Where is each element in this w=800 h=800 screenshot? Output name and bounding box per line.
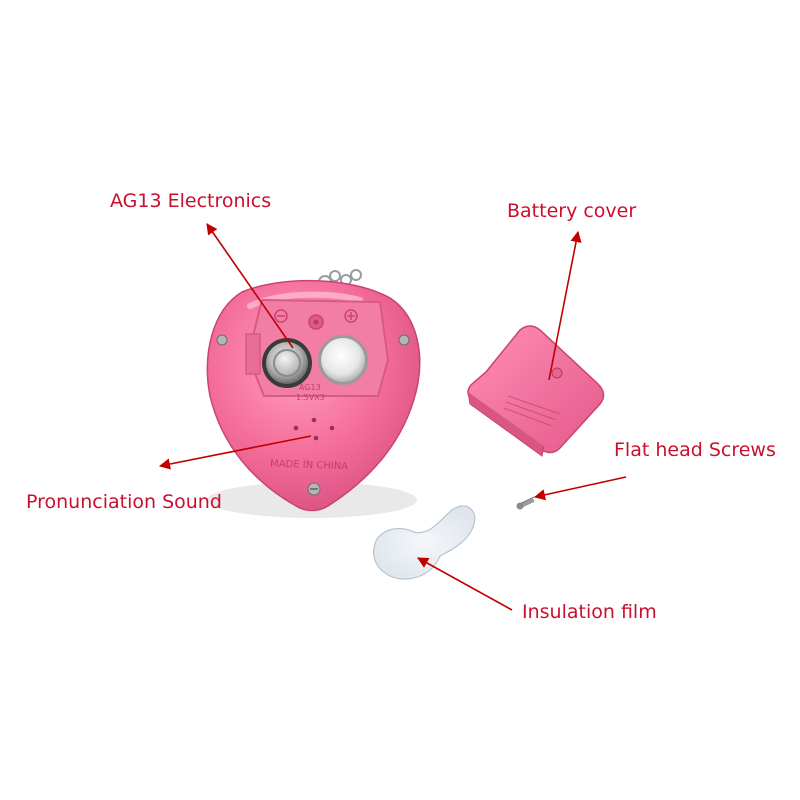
voltage-label: 1.5VX3 [296, 393, 325, 402]
speaker-holes [293, 417, 335, 441]
label-flat-head-screws: Flat head Screws [614, 439, 776, 461]
arrow-film [417, 557, 513, 611]
label-pronunciation-sound: Pronunciation Sound [26, 491, 222, 513]
arrow-ag13 [206, 223, 294, 349]
callout-arrows [158, 223, 627, 611]
flat-head-screw [516, 496, 535, 510]
cover-screw-hole [551, 367, 563, 379]
minus-symbol-icon [274, 309, 288, 323]
label-insulation-film: Insulation film [522, 601, 657, 623]
made-in-label: MADE IN CHINA [270, 459, 349, 473]
label-battery-cover: Battery cover [507, 200, 637, 222]
screw-left-icon [216, 334, 228, 346]
battery-compartment: AG13 1.5VX3 [245, 298, 390, 402]
insulation-film [373, 505, 476, 580]
plus-symbol-icon [344, 309, 358, 323]
cell-label: AG13 [299, 383, 321, 392]
screw-right-icon [398, 334, 410, 346]
arrow-battery-cover [548, 230, 582, 381]
battery-cover [467, 325, 605, 457]
label-ag13-electronics: AG13 Electronics [110, 190, 272, 212]
arrow-screws [533, 476, 627, 501]
arrow-sound [158, 435, 312, 470]
